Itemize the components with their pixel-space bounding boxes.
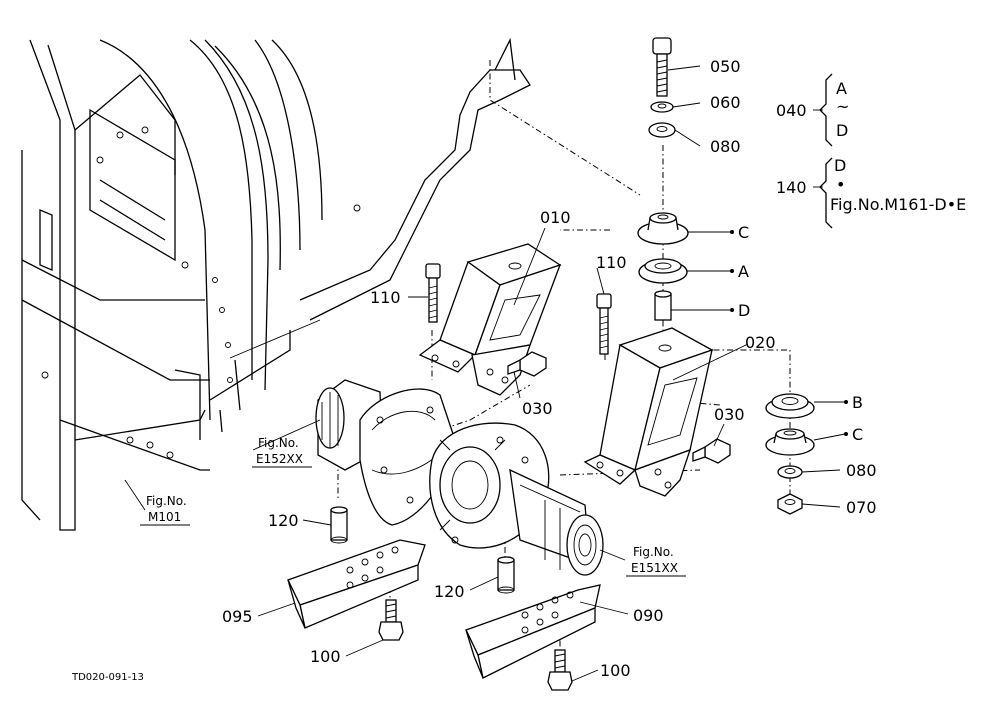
brace-040: [819, 73, 833, 147]
label-140-fig: Fig.No.M161-D•E: [830, 195, 966, 214]
label-040-range: ~: [836, 97, 849, 116]
cabin-frame: [21, 39, 323, 531]
label-070: 070: [846, 498, 877, 517]
bolt-100-left: [378, 599, 404, 641]
label-030-right: 030: [714, 405, 745, 424]
mark-dot-c-top: [730, 230, 734, 234]
label-100-left: 100: [310, 647, 341, 666]
collar-120-left: [330, 506, 348, 544]
label-140-d: D: [834, 156, 846, 175]
label-mark-c-top: C: [738, 223, 749, 242]
bolt-110-right: [596, 293, 612, 355]
label-050: 050: [710, 57, 741, 76]
label-110-right: 110: [596, 253, 627, 272]
label-010: 010: [540, 208, 571, 227]
label-060: 060: [710, 93, 741, 112]
label-140: 140: [776, 178, 807, 197]
fig-m101-line1: Fig.No.: [146, 494, 187, 508]
label-mark-a: A: [738, 262, 749, 281]
fender-outline: [229, 37, 531, 359]
nut-030-left: [507, 351, 547, 377]
collar-d: [654, 290, 672, 321]
collar-120-right: [497, 556, 515, 594]
leader-lines: [124, 65, 846, 682]
diagram-code: TD020-091-13: [71, 672, 144, 683]
label-095: 095: [222, 607, 253, 626]
label-mark-c-mid: C: [852, 425, 863, 444]
label-mark-d: D: [738, 301, 750, 320]
label-mark-b: B: [852, 393, 863, 412]
label-040-to: D: [836, 121, 848, 140]
lock-washer-060: [650, 101, 674, 113]
label-080-right: 080: [846, 461, 877, 480]
mark-dot-c-mid: [844, 432, 848, 436]
plate-090: [465, 584, 601, 679]
fig-e152-line2: E152XX: [256, 452, 303, 466]
label-120-left: 120: [268, 511, 299, 530]
mount-b: [765, 393, 815, 419]
axle-housing: [315, 379, 604, 576]
label-110-left: 110: [370, 288, 401, 307]
label-100-right: 100: [600, 661, 631, 680]
label-090: 090: [633, 606, 664, 625]
mark-dot-a: [730, 269, 734, 273]
nut-030-right: [692, 438, 731, 464]
label-040-from: A: [836, 79, 847, 98]
label-120-right: 120: [434, 582, 465, 601]
fig-e152-line1: Fig.No.: [258, 436, 299, 450]
bolt-100-right: [547, 649, 573, 691]
label-040: 040: [776, 101, 807, 120]
label-080-top: 080: [710, 137, 741, 156]
washer-080-right: [777, 465, 803, 479]
bolt-050: [652, 37, 672, 97]
brace-140: [819, 157, 833, 229]
nut-070: [777, 493, 803, 515]
bracket-020: [583, 327, 714, 497]
mark-dot-b: [844, 400, 848, 404]
fig-e151-line1: Fig.No.: [633, 545, 674, 559]
bracket-010: [418, 243, 562, 396]
mount-a: [638, 258, 688, 284]
label-030-left: 030: [522, 399, 553, 418]
label-020: 020: [745, 333, 776, 352]
fig-e151-line2: E151XX: [631, 561, 678, 575]
mark-dot-d: [730, 308, 734, 312]
label-140-dot: •: [836, 175, 845, 194]
plate-095: [287, 539, 426, 629]
bolt-110-left: [425, 263, 441, 323]
fig-m101-line2: M101: [148, 510, 181, 524]
washer-080-top: [648, 122, 676, 138]
mount-c-mid: [765, 428, 815, 456]
mount-c-top: [637, 212, 689, 245]
